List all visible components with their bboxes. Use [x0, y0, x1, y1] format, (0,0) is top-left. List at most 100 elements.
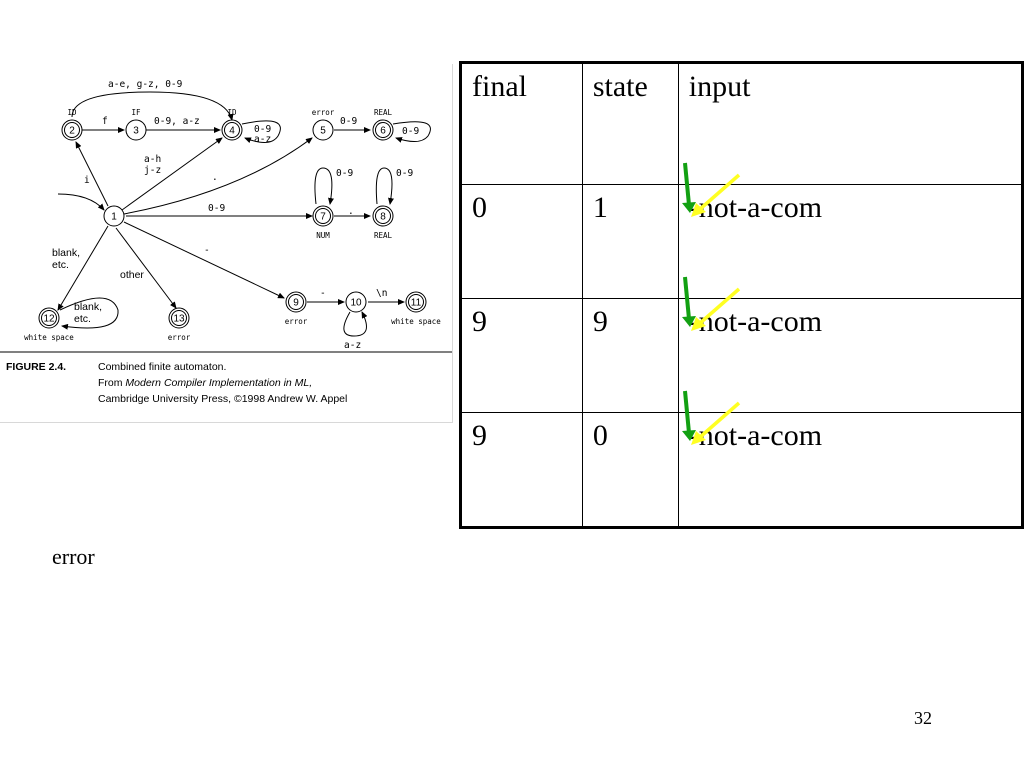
edge-6-self: [392, 121, 431, 143]
edge-label-loop6: 0-9: [402, 126, 419, 137]
state-number: 7: [320, 212, 326, 223]
edge-label-9-10: -: [320, 288, 326, 299]
accepting-ring: [315, 208, 331, 224]
green-arrow-icon: [681, 390, 696, 441]
edge-label-top-loop: a-e, g-z, 0-9: [108, 79, 183, 90]
state-label: white space: [391, 317, 441, 326]
state-number: 8: [380, 212, 386, 223]
edge-entry: [57, 193, 105, 211]
table-row: 9 0 -not-a-com: [460, 390, 1024, 528]
edge-label-1-5: .: [212, 172, 218, 183]
state-label: error: [312, 108, 335, 117]
edge-label-loop10: a-z: [344, 340, 361, 351]
state-label: error: [285, 317, 308, 326]
pointer-arrows: [681, 162, 740, 217]
edge-1-4: [121, 137, 223, 211]
accepting-ring: [375, 208, 391, 224]
header-final: final: [460, 62, 583, 185]
caption-line-2-prefix: From: [98, 377, 125, 389]
state-node-12: 12 white space: [24, 307, 74, 342]
state-number: 11: [411, 298, 422, 309]
accepting-ring: [288, 294, 304, 310]
state-label: error: [168, 333, 191, 342]
state-number: 13: [173, 314, 185, 325]
edges: [57, 91, 431, 337]
table-row: 0 1 -not-a-com: [460, 162, 1024, 299]
accepting-ring: [64, 122, 80, 138]
green-arrow-icon: [681, 276, 696, 327]
edge-label-10-11: \n: [376, 288, 387, 299]
accepting-ring: [171, 310, 187, 326]
edge-label-1-12-a: blank,: [52, 247, 80, 259]
header-state: state: [581, 62, 679, 185]
state-number: 1: [111, 212, 117, 223]
edge-7-self: [314, 167, 334, 205]
state-label: ID: [227, 108, 237, 117]
cell-state: 1: [581, 184, 679, 299]
state-number: 12: [43, 314, 55, 325]
accepting-ring: [224, 122, 240, 138]
edge-labels: a-e, g-z, 0-9 f 0-9, a-z 0-9 a-z 0-9 0-9…: [84, 79, 419, 351]
caption-line-1: Combined finite automaton.: [98, 361, 226, 373]
edge-1-13: [115, 227, 177, 309]
state-node-10: 10: [345, 291, 367, 313]
state-number: 9: [293, 298, 299, 309]
edge-label-2-3: f: [102, 116, 108, 127]
state-node-13: 13 error: [168, 307, 191, 342]
edge-label-1-9: -: [204, 245, 210, 256]
caption-line-2: From Modern Compiler Implementation in M…: [98, 377, 312, 389]
table-row: 9 9 -not-a-com: [460, 276, 1024, 413]
accepting-ring: [41, 310, 57, 326]
state-circle: [103, 205, 125, 227]
caption-label: FIGURE 2.4.: [6, 361, 66, 373]
header-input: input: [677, 62, 1024, 185]
state-label: white space: [24, 333, 74, 342]
edge-2-4-loop: [71, 91, 234, 121]
edge-label-1-12-b: etc.: [52, 259, 69, 271]
state-number: 2: [69, 126, 75, 137]
edge-1-5: [123, 137, 313, 215]
state-circle: [125, 119, 147, 141]
edge-label-3-4: 0-9, a-z: [154, 116, 200, 127]
state-number: 5: [320, 126, 326, 137]
edge-label-loop7: 0-9: [336, 168, 353, 179]
state-node-4: 4 ID: [221, 108, 243, 141]
state-circle: [312, 119, 334, 141]
edge-label-loop4-a: 0-9: [254, 124, 271, 135]
state-number: 3: [133, 126, 139, 137]
edge-12-self: [59, 297, 119, 330]
edge-label-loop12-a: blank,: [74, 301, 102, 313]
trace-table: final state input 0 1 -not-a-com 9 9 -no…: [459, 61, 1024, 529]
accepting-ring: [408, 294, 424, 310]
state-label: IF: [131, 108, 141, 117]
caption-book-title: Modern Compiler Implementation in ML,: [125, 377, 312, 389]
cell-state: 9: [581, 298, 679, 413]
pointer-arrows: [681, 276, 740, 331]
edge-label-1-2: i: [84, 175, 90, 186]
edge-10-self: [343, 311, 368, 337]
cell-input: -not-a-com: [677, 162, 1024, 299]
state-number: 4: [229, 126, 235, 137]
status-text: error: [52, 544, 95, 569]
yellow-arrow-icon: [690, 287, 740, 331]
accepting-ring: [375, 122, 391, 138]
edge-8-self: [375, 167, 394, 205]
state-node-2: 2 ID: [61, 108, 83, 141]
state-node-11: 11 white space: [391, 291, 441, 326]
edge-labels-sans: blank, etc. blank, etc. other: [52, 247, 144, 325]
state-label: ID: [67, 108, 77, 117]
edge-4-self: [241, 120, 281, 144]
caption-line-3: Cambridge University Press, ©1998 Andrew…: [98, 393, 347, 405]
cell-final: 9: [460, 412, 583, 528]
state-node-1: 1: [103, 205, 125, 227]
edge-1-2: [75, 141, 109, 207]
edge-label-1-4-b: j-z: [144, 165, 161, 176]
slide-number: 32: [914, 708, 932, 728]
edge-label-5-6: 0-9: [340, 116, 357, 127]
edge-label-loop12-b: etc.: [74, 313, 91, 325]
